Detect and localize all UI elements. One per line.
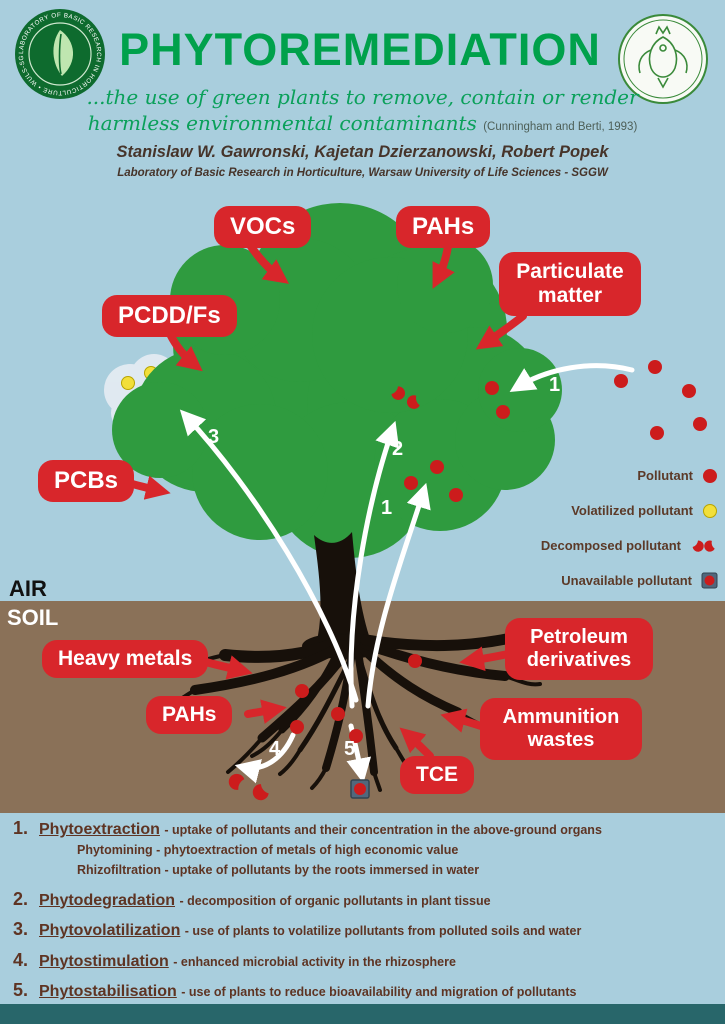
subtitle-line-2: harmless environmental contaminants	[87, 111, 477, 135]
definition-phytovolatilization: 3. Phytovolatilization - use of plants to…	[13, 919, 715, 941]
label-tce: TCE	[400, 756, 474, 795]
legend: Pollutant Volatilized pollutant Decompos…	[536, 458, 718, 598]
definition-sub-rhizofiltration: Rhizofiltration - uptake of pollutants b…	[77, 863, 480, 877]
tree-trunk	[314, 532, 372, 645]
unavailable-square-icon	[701, 572, 718, 589]
arrow-1-uptake	[365, 482, 431, 709]
definitions-list: 1. Phytoextraction - uptake of pollutants…	[13, 818, 715, 1011]
label-vocs: VOCs	[214, 206, 312, 248]
arrow-number-5: 5	[344, 738, 355, 760]
leaf-stem-icon	[58, 33, 62, 75]
label-petroleum-line1: Petroleum	[530, 626, 628, 648]
pollutant-dot-icon	[702, 468, 718, 484]
definition-number: 1.	[13, 818, 29, 838]
legend-label: Decomposed pollutant	[540, 538, 681, 553]
definition-desc: - enhanced microbial activity in the rhi…	[173, 954, 456, 969]
legend-item-volatilized: Volatilized pollutant	[536, 493, 718, 528]
pollutant-dots-canopy	[404, 381, 510, 502]
label-petroleum-derivatives: Petroleum derivatives	[505, 618, 653, 680]
zone-label-air: AIR	[9, 576, 47, 601]
pollutant-dots-soil	[290, 654, 422, 743]
legend-label: Volatilized pollutant	[571, 503, 693, 518]
label-pcdd-fs: PCDD/Fs	[102, 295, 237, 337]
affiliation: Laboratory of Basic Research in Horticul…	[117, 167, 608, 179]
process-arrows	[179, 363, 635, 784]
arrow-2-degradation	[348, 420, 400, 709]
definition-phytodegradation: 2. Phytodegradation - decomposition of or…	[13, 889, 715, 911]
arrow-number-1-stem: 1	[381, 497, 392, 519]
leaf-icon	[53, 30, 74, 76]
label-heavy-metals: Heavy metals	[42, 640, 209, 679]
definition-number: 2.	[13, 888, 29, 909]
label-particulate-matter: Particulate matter	[499, 252, 641, 317]
subtitle-line-1: ...the use of green plants to remove, co…	[86, 85, 639, 109]
definition-desc: - uptake of pollutants and their concent…	[164, 823, 602, 837]
definition-desc: - use of plants to reduce bioavailabilit…	[181, 985, 577, 999]
legend-item-unavailable: Unavailable pollutant	[536, 563, 718, 598]
label-petroleum-line2: derivatives	[526, 649, 632, 671]
poster-subtitle: ...the use of green plants to remove, co…	[0, 84, 725, 140]
arrow-number-2: 2	[392, 438, 403, 460]
volatilized-dot-icon	[702, 503, 718, 519]
definition-number: 4.	[13, 949, 29, 970]
definition-term: Phytovolatilization	[39, 922, 181, 939]
definition-number: 3.	[13, 919, 29, 939]
arrow-number-4: 4	[269, 738, 281, 760]
footer-bar	[0, 1004, 725, 1024]
arrow-number-1-air: 1	[549, 374, 560, 396]
definition-phytoextraction: 1. Phytoextraction - uptake of pollutants…	[13, 818, 715, 880]
legend-label: Unavailable pollutant	[561, 573, 692, 588]
unavailable-pollutant-marker	[350, 779, 370, 799]
legend-item-decomposed: Decomposed pollutant	[536, 528, 718, 563]
definition-term: Phytoextraction	[39, 821, 160, 838]
arrow-4-stimulation	[234, 732, 296, 784]
label-ammunition-line1: Ammunition	[502, 706, 620, 728]
citation: (Cunningham and Berti, 1993)	[483, 121, 638, 133]
zone-label-soil: SOIL	[7, 605, 59, 630]
label-pahs-air: PAHs	[396, 206, 491, 248]
definition-sub-phytomining: Phytomining - phytoextraction of metals …	[77, 843, 459, 857]
definition-desc: - use of plants to volatilize pollutants…	[184, 924, 582, 938]
decomposed-crescents-soil	[228, 773, 269, 801]
label-ammunition-line2: wastes	[527, 729, 595, 751]
label-pcbs: PCBs	[38, 460, 135, 502]
legend-item-pollutant: Pollutant	[536, 458, 718, 493]
definition-phytostabilisation: 5. Phytostabilisation - use of plants to …	[13, 980, 715, 1002]
definition-term: Phytostabilisation	[39, 983, 177, 1000]
decomposed-crescents-canopy	[391, 386, 420, 409]
arrow-3-volatilization	[179, 409, 359, 703]
definition-term: Phytostimulation	[39, 952, 169, 970]
poster-title: PHYTOREMEDIATION	[119, 24, 601, 75]
definition-desc: - decomposition of organic pollutants in…	[179, 893, 491, 908]
label-particulate-line2: matter	[537, 284, 603, 308]
label-ammunition-wastes: Ammunition wastes	[480, 698, 642, 760]
definition-number: 5.	[13, 980, 29, 1000]
label-particulate-line1: Particulate	[516, 260, 624, 283]
authors: Stanislaw W. Gawronski, Kajetan Dzierzan…	[116, 143, 609, 161]
legend-label: Pollutant	[637, 468, 693, 483]
pollutant-dots-air	[614, 360, 707, 440]
arrow-1-deposition	[509, 363, 635, 392]
definition-phytostimulation: 4. Phytostimulation - enhanced microbial …	[13, 950, 715, 972]
laboratory-leaf-logo: LABORATORY OF BASIC RESEARCH IN HORTICUL…	[14, 8, 105, 99]
label-pahs-soil: PAHs	[146, 696, 233, 735]
eagle-emblem-icon	[638, 25, 688, 89]
decomposed-crescents-icon	[690, 537, 718, 555]
arrow-number-3: 3	[208, 426, 219, 448]
tree-canopy	[112, 203, 562, 558]
definition-term: Phytodegradation	[39, 891, 176, 909]
university-emblem-logo	[618, 14, 708, 104]
